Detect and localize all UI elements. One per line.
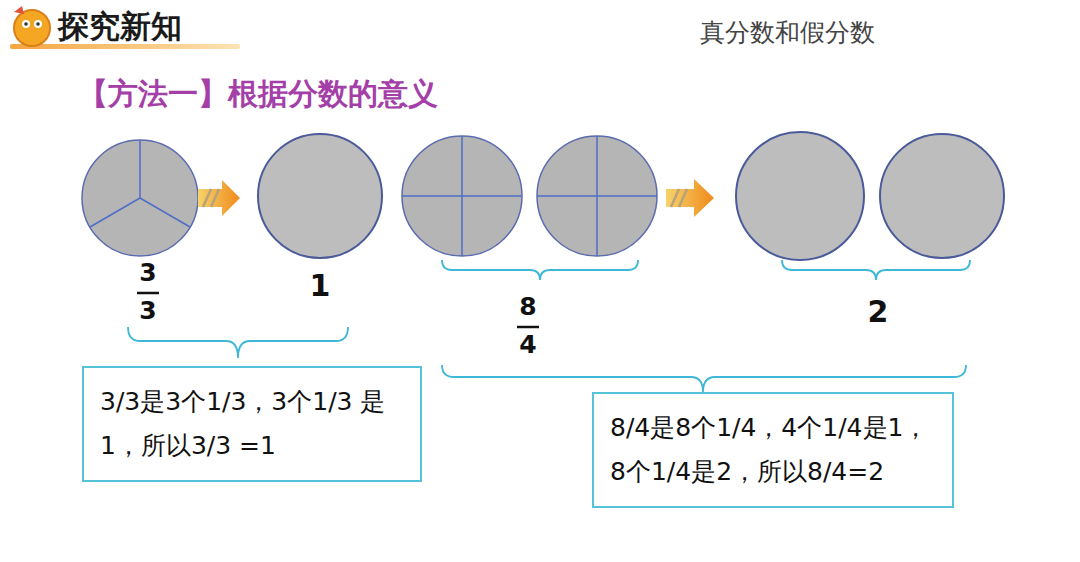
whole-number: 1 bbox=[310, 268, 331, 303]
icon-bow bbox=[14, 6, 24, 14]
method-heading: 【方法一】根据分数的意义 bbox=[78, 74, 438, 115]
header-bar bbox=[10, 44, 240, 49]
whole-circle bbox=[736, 132, 864, 260]
whole-number: 2 bbox=[868, 294, 889, 329]
whole-circle bbox=[880, 134, 1004, 258]
curly-bracket bbox=[442, 365, 966, 392]
explanation-text: 8/4是8个1/4，4个1/4是1， 8个1/4是2，所以8/4=2 bbox=[610, 406, 936, 494]
lesson-name: 真分数和假分数 bbox=[700, 16, 875, 49]
icon-eye bbox=[34, 20, 42, 28]
arrow-symbol bbox=[198, 180, 240, 216]
curly-bracket bbox=[442, 260, 638, 280]
icon-pupil bbox=[24, 22, 28, 26]
icon-eye bbox=[22, 20, 30, 28]
curly-bracket bbox=[128, 327, 348, 358]
page-title: 探究新知 bbox=[58, 6, 182, 48]
numerator: 3 bbox=[139, 258, 156, 287]
denominator: 4 bbox=[519, 330, 536, 359]
fraction-bar bbox=[517, 326, 539, 329]
circle-thirds bbox=[82, 140, 198, 256]
explanation-box: 8/4是8个1/4，4个1/4是1， 8个1/4是2，所以8/4=2 bbox=[592, 392, 954, 508]
numerator: 8 bbox=[519, 292, 536, 321]
curly-bracket bbox=[782, 260, 970, 280]
explanation-box: 3/3是3个1/3，3个1/3 是1，所以3/3 =1 bbox=[82, 366, 422, 482]
denominator: 3 bbox=[139, 296, 156, 325]
arrow-symbol bbox=[666, 179, 714, 217]
icon-pupil bbox=[36, 22, 40, 26]
circle-quarters bbox=[537, 136, 657, 256]
header-icon bbox=[14, 10, 50, 46]
circle-quarters bbox=[402, 136, 522, 256]
whole-circle bbox=[258, 134, 382, 258]
fraction-bar bbox=[137, 292, 159, 295]
explanation-text: 3/3是3个1/3，3个1/3 是1，所以3/3 =1 bbox=[100, 380, 404, 468]
